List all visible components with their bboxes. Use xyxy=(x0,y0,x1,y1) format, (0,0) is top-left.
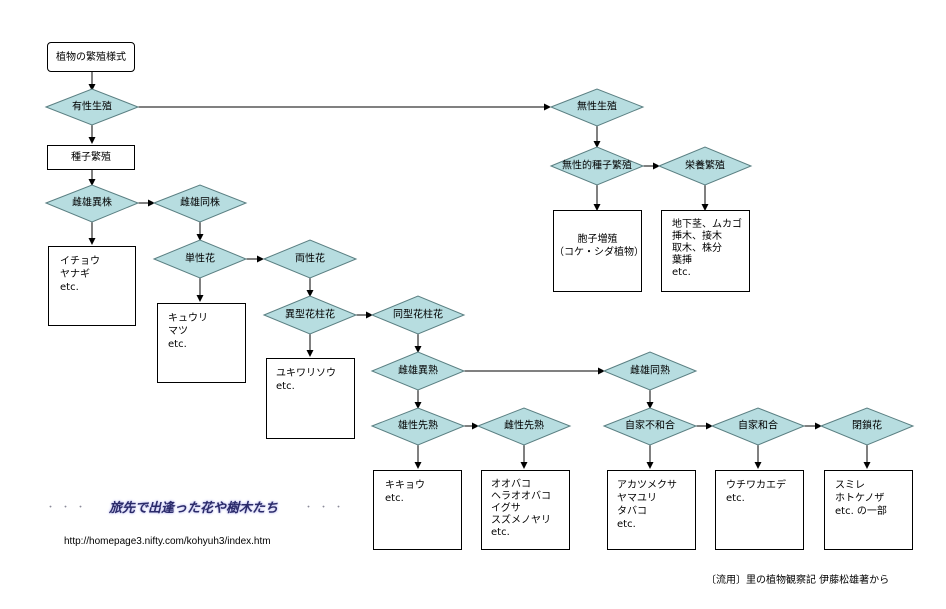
label-asexual: 無性生殖 xyxy=(577,100,617,113)
example-line: ホトケノザ xyxy=(835,493,885,504)
label-protandry: 雄性先熟 xyxy=(398,419,438,432)
decision-asexual xyxy=(549,88,645,127)
label-unisexual-flower: 単性花 xyxy=(185,252,215,265)
example-line: etc. xyxy=(491,527,510,538)
examples-spore: 胞子増殖 （コケ・シダ植物） xyxy=(553,210,644,292)
source-credit: 〔流用〕里の植物観察記 伊藤松雄著から xyxy=(706,575,890,586)
label-vegetative: 栄養繁殖 xyxy=(685,159,725,172)
decision-self-compatible xyxy=(710,407,806,446)
label-heterostyly: 異型花柱花 xyxy=(285,308,335,321)
example-line: etc. の一部 xyxy=(835,506,887,517)
examples-vegetative: 地下茎、ムカゴ 挿木、接木 取木、株分 葉挿 etc. xyxy=(661,210,750,292)
decision-homostyly xyxy=(370,295,466,335)
banner-dots-right: ・・・ xyxy=(304,502,350,513)
label-cleistogamy: 閉鎖花 xyxy=(852,419,882,432)
label-homogamy: 雌雄同熟 xyxy=(630,364,670,377)
decision-dichogamy xyxy=(370,351,466,391)
decision-self-incompatible xyxy=(602,407,698,446)
start-node: 植物の繁殖様式 xyxy=(47,42,135,72)
example-line: 取木、株分 xyxy=(672,243,722,254)
process-seed-reproduction: 種子繁殖 xyxy=(47,145,135,170)
decision-asexual-seed xyxy=(549,146,645,186)
site-banner[interactable]: ・・・ 旅先で出逢った花や樹木たち ・・・ xyxy=(46,496,349,516)
example-line: etc. xyxy=(617,519,636,530)
label-self-incompatible: 自家不和合 xyxy=(625,419,675,432)
label-monoecious: 雌雄同株 xyxy=(180,196,220,209)
example-line: etc. xyxy=(726,493,745,504)
decision-heterostyly xyxy=(262,295,358,335)
example-line: 挿木、接木 xyxy=(672,231,722,242)
examples-heterostyly: ユキワリソウ etc. xyxy=(266,358,355,439)
examples-protogyny: オオバコ ヘラオオバコ イグサ スズメノヤリ etc. xyxy=(481,470,570,550)
examples-self-incompatible: アカツメクサ ヤマユリ タバコ etc. xyxy=(607,470,696,550)
banner-dots-left: ・・・ xyxy=(46,502,92,513)
example-line: 葉挿 xyxy=(672,255,692,266)
decision-sexual xyxy=(44,88,140,126)
example-line: （コケ・シダ植物） xyxy=(554,247,644,258)
decision-cleistogamy xyxy=(819,407,915,446)
example-line: イチョウ xyxy=(60,256,100,267)
label-asexual-seed: 無性的種子繁殖 xyxy=(562,159,632,172)
label-sexual: 有性生殖 xyxy=(72,100,112,113)
example-line: マツ xyxy=(168,326,188,337)
decision-monoecious xyxy=(152,184,248,223)
site-url[interactable]: http://homepage3.nifty.com/kohyuh3/index… xyxy=(64,536,271,547)
example-line: スズメノヤリ xyxy=(491,515,551,526)
label-protogyny: 雌性先熟 xyxy=(504,419,544,432)
example-line: 胞子増殖 xyxy=(577,234,618,245)
decision-dioecious xyxy=(44,184,140,223)
decision-vegetative xyxy=(657,146,753,186)
example-line: タバコ xyxy=(617,506,647,517)
example-line: etc. xyxy=(276,381,295,392)
decision-bisexual-flower xyxy=(262,239,358,279)
label-self-compatible: 自家和合 xyxy=(738,419,778,432)
example-line: オオバコ xyxy=(491,479,531,490)
example-line: スミレ xyxy=(835,480,865,491)
examples-unisexual: キュウリ マツ etc. xyxy=(157,303,246,383)
example-line: イグサ xyxy=(491,503,521,514)
examples-protandry: キキョウ etc. xyxy=(373,470,462,550)
example-line: ヤナギ xyxy=(60,269,90,280)
example-line: キュウリ xyxy=(168,313,208,324)
banner-title: 旅先で出逢った花や樹木たち xyxy=(109,500,279,516)
decision-protogyny xyxy=(476,407,572,446)
example-line: ヤマユリ xyxy=(617,493,657,504)
example-line: etc. xyxy=(672,267,691,278)
example-line: 地下茎、ムカゴ xyxy=(672,219,742,230)
examples-self-compatible: ウチワカエデ etc. xyxy=(715,470,804,550)
example-line: ヘラオオバコ xyxy=(491,491,551,502)
examples-dioecious: イチョウ ヤナギ etc. xyxy=(48,246,136,326)
decision-homogamy xyxy=(602,351,698,391)
example-line: アカツメクサ xyxy=(617,480,677,491)
process-seed-reproduction-label: 種子繁殖 xyxy=(71,152,111,163)
example-line: etc. xyxy=(385,493,404,504)
start-node-label: 植物の繁殖様式 xyxy=(56,51,126,63)
example-line: etc. xyxy=(60,282,79,293)
example-line: ユキワリソウ xyxy=(276,368,336,379)
label-bisexual-flower: 両性花 xyxy=(295,252,325,265)
label-dioecious: 雌雄異株 xyxy=(72,196,112,209)
label-homostyly: 同型花柱花 xyxy=(393,308,443,321)
example-line: ウチワカエデ xyxy=(726,480,786,491)
examples-cleistogamy: スミレ ホトケノザ etc. の一部 xyxy=(824,470,913,550)
label-dichogamy: 雌雄異熟 xyxy=(398,364,438,377)
example-line: キキョウ xyxy=(385,480,425,491)
decision-protandry xyxy=(370,407,466,446)
decision-unisexual-flower xyxy=(152,239,248,279)
example-line: etc. xyxy=(168,339,187,350)
